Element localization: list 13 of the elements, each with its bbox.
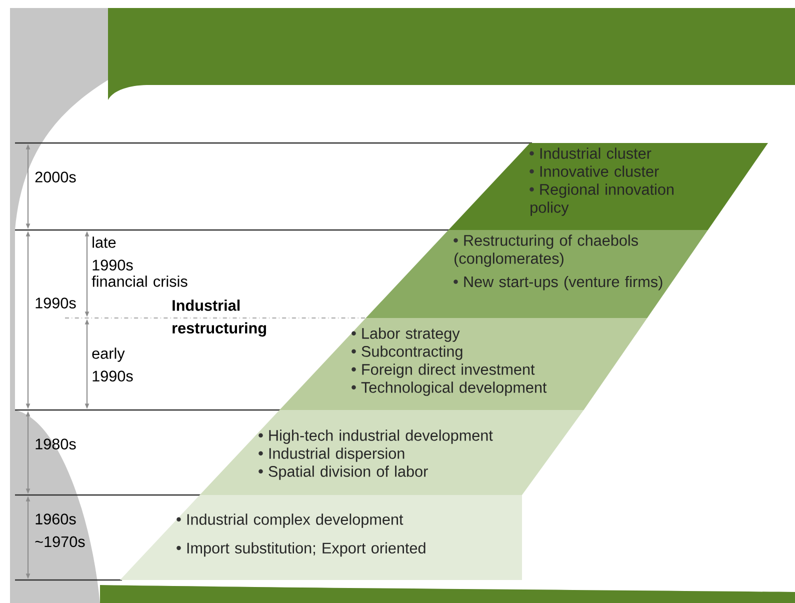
period-label: financial crisis: [92, 276, 188, 287]
period-label: 1980s: [36, 438, 76, 450]
timeline-band: Labor strategy Subcontracting Foreign direct investment Technological development: [280, 318, 648, 410]
period-label: late 1990s: [92, 236, 133, 271]
timeline-band: Industrial cluster Innovative cluster Regional innovation policy: [448, 143, 768, 230]
period-label: early 1990s: [92, 348, 133, 382]
period-label: Industrial restructuring: [172, 300, 266, 337]
timeline-band: Restructuring of chaebols (conglomerates) New start-ups (venture firms): [366, 230, 708, 318]
timeline-band: Industrial complex development Import substitution; Export oriented: [120, 495, 522, 580]
timeline-band: High-tech industrial development Industrial dispersion Spatial division of labor: [200, 410, 584, 495]
period-label: 2000s: [35, 172, 76, 182]
period-label: 1960s ~1970s: [35, 514, 85, 548]
period-label: 1990s: [36, 298, 76, 308]
